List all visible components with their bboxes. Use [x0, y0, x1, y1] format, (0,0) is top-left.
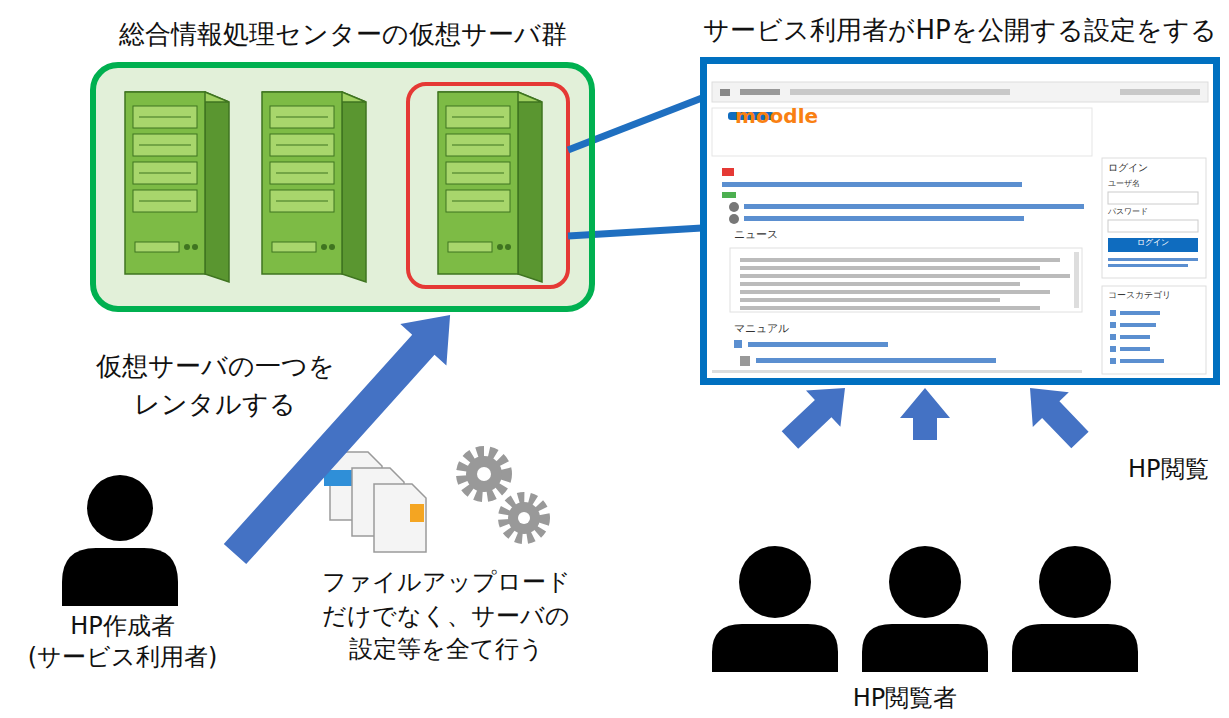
- callout-line: [568, 228, 702, 236]
- block-arrow: [900, 388, 950, 440]
- file-icons: [324, 452, 426, 552]
- server: [125, 92, 229, 282]
- group-title: サービス利用者がHPを公開する設定をする: [687, 14, 1229, 48]
- screenshot-text: マニュアル: [734, 322, 854, 335]
- block-arrow: [1030, 388, 1089, 448]
- note-text: ファイルアップロード だけでなく、サーバの 設定等を全て行う: [298, 566, 594, 667]
- server: [438, 92, 542, 282]
- screenshot-text: ユーザ名: [1108, 179, 1200, 189]
- screenshot-text: ログイン: [1108, 162, 1200, 174]
- server: [262, 92, 366, 282]
- block-arrow: [782, 388, 845, 449]
- gear-icons: [462, 452, 544, 538]
- screenshot-text: moodle: [735, 104, 815, 128]
- screenshot-text: ログイン: [1108, 238, 1198, 248]
- callout-line: [568, 98, 702, 150]
- actor-node: HP閲覧者: [700, 440, 1110, 716]
- group-box: 総合情報処理センターの仮想サーバ群: [90, 62, 595, 312]
- screenshot-text: ニュース: [734, 228, 854, 241]
- actor-name: HP作成者 (サービス利用者): [0, 611, 255, 673]
- group-title: 総合情報処理センターの仮想サーバ群: [76, 18, 609, 52]
- screenshot-text: パスワード: [1108, 207, 1200, 217]
- edge-label: 仮想サーバの一つを レンタルする: [90, 348, 340, 423]
- edge-label: HP閲覧: [1128, 452, 1224, 487]
- actor-name: HP閲覧者: [680, 683, 1130, 714]
- server-group-ground: [93, 65, 592, 309]
- selected-server-frame: [408, 84, 568, 287]
- actor-node: HP作成者 (サービス利用者): [10, 470, 235, 675]
- viewer-icons: [712, 546, 1138, 672]
- person-icon: [62, 475, 178, 606]
- screenshot: [704, 61, 1216, 381]
- screenshot-text: コースカテゴリ: [1108, 290, 1204, 301]
